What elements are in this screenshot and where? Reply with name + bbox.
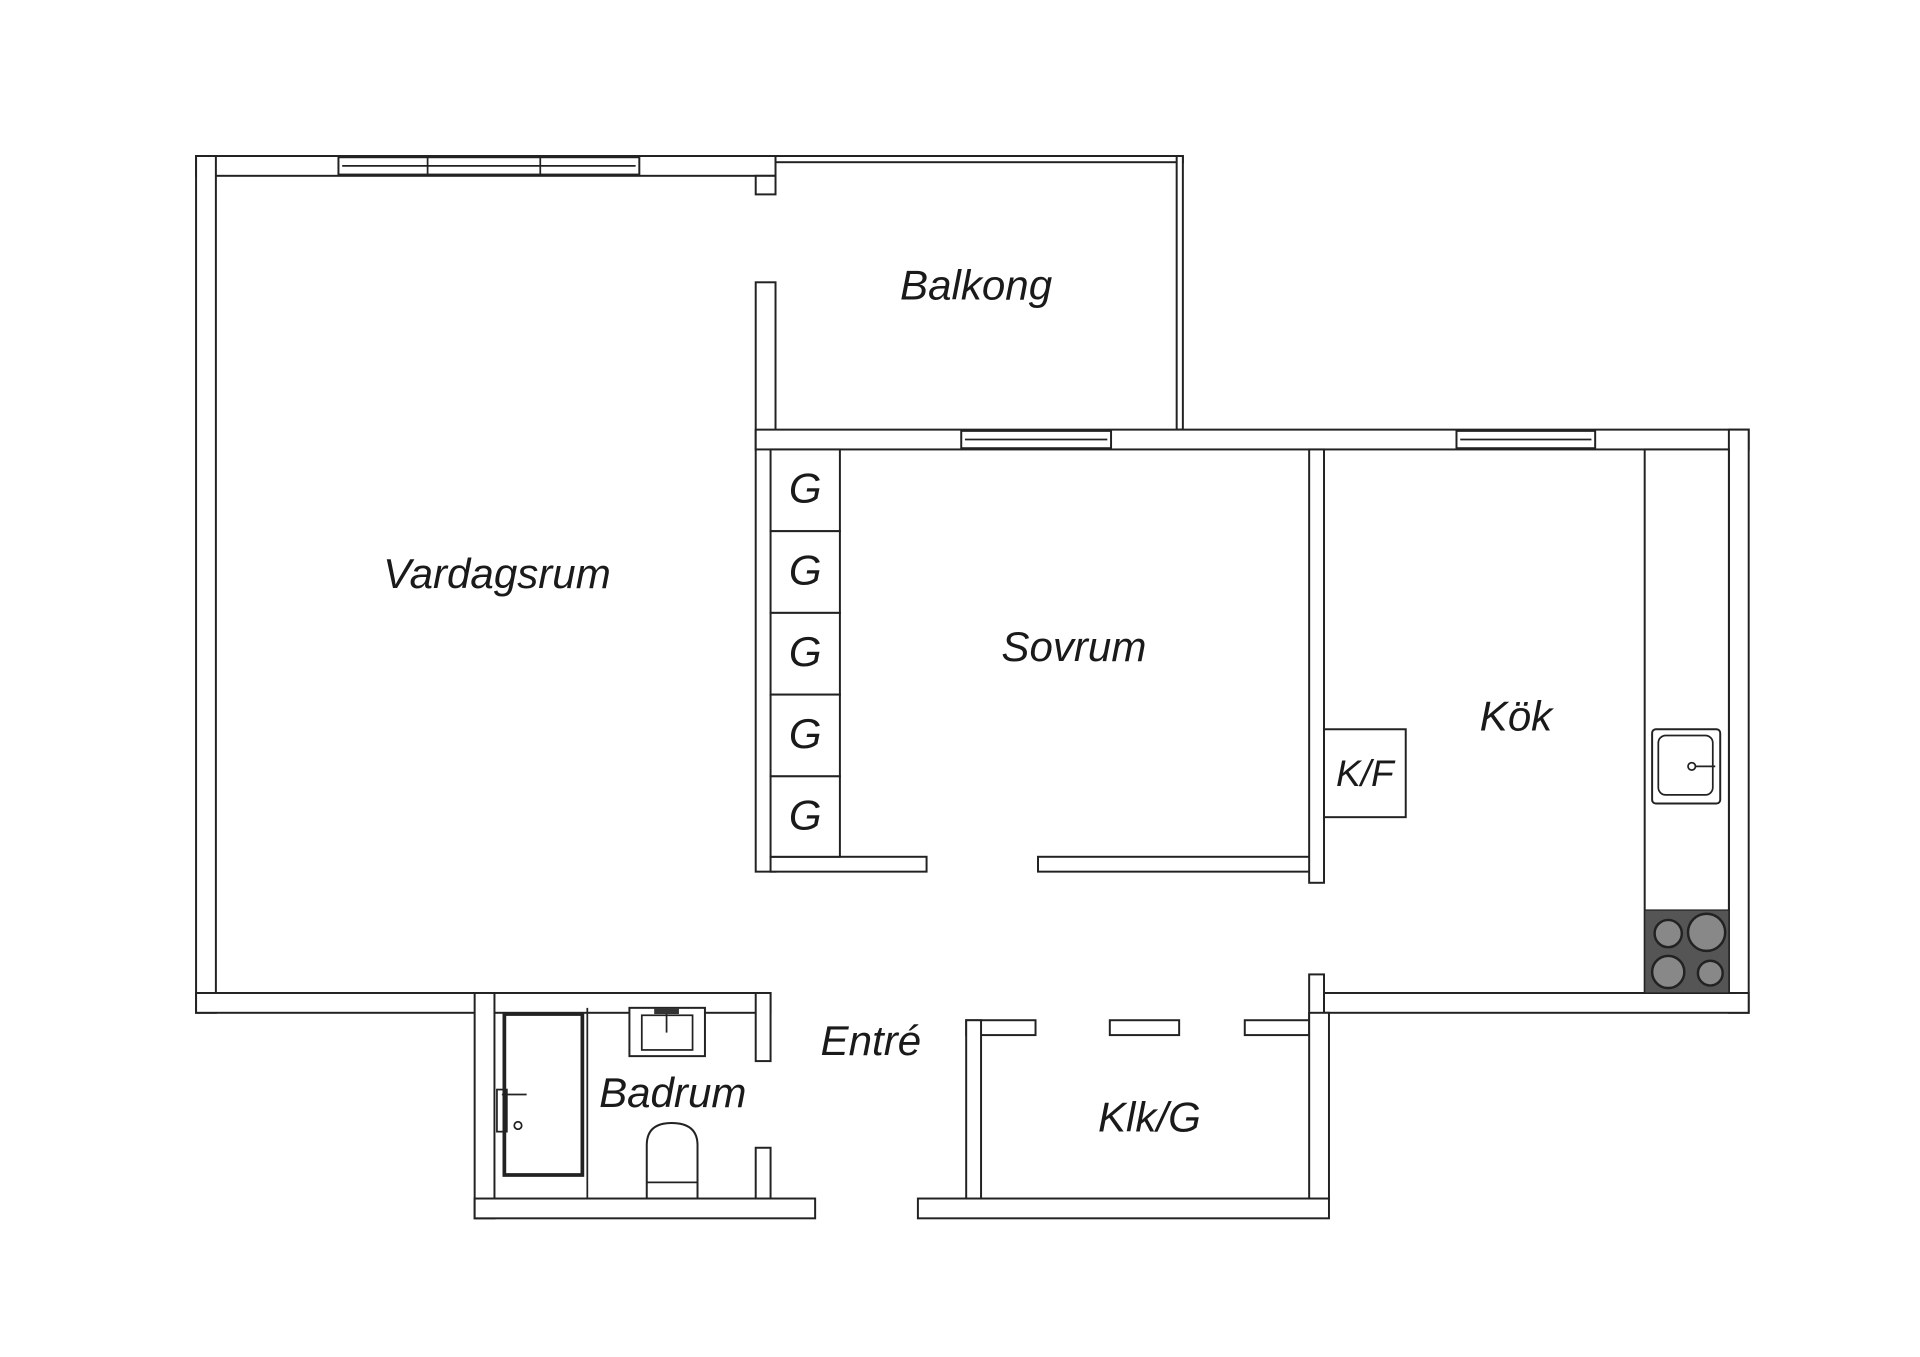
fridge-freezer: [1323, 728, 1407, 819]
bathroom-fixtures: [496, 1006, 706, 1200]
closet-label: G: [789, 710, 822, 757]
closet-label: G: [789, 465, 822, 512]
sink-icon: [1651, 728, 1722, 805]
room-label-kf: K/F: [1336, 752, 1396, 794]
room-label-entre: Entré: [821, 1017, 922, 1064]
closet-label: G: [789, 792, 822, 839]
room-labels: Balkong Vardagsrum Sovrum Kök K/F Entré …: [383, 262, 1554, 1141]
kitchen-fixtures: [1323, 448, 1730, 994]
windows: [337, 156, 1597, 450]
toilet-icon: [645, 1122, 699, 1200]
closet-label: G: [789, 628, 822, 675]
kitchen-counter: [1643, 448, 1730, 994]
closet-label: G: [789, 546, 822, 593]
closets: G G G G G: [769, 448, 841, 858]
room-label-badrum: Badrum: [599, 1069, 746, 1116]
room-label-klk: Klk/G: [1098, 1094, 1201, 1141]
room-label-sovrum: Sovrum: [1001, 623, 1146, 670]
walls: [195, 155, 1750, 1220]
room-label-balkong: Balkong: [900, 262, 1053, 309]
room-label-vardagsrum: Vardagsrum: [383, 550, 611, 597]
room-label-kok: Kök: [1480, 692, 1554, 739]
